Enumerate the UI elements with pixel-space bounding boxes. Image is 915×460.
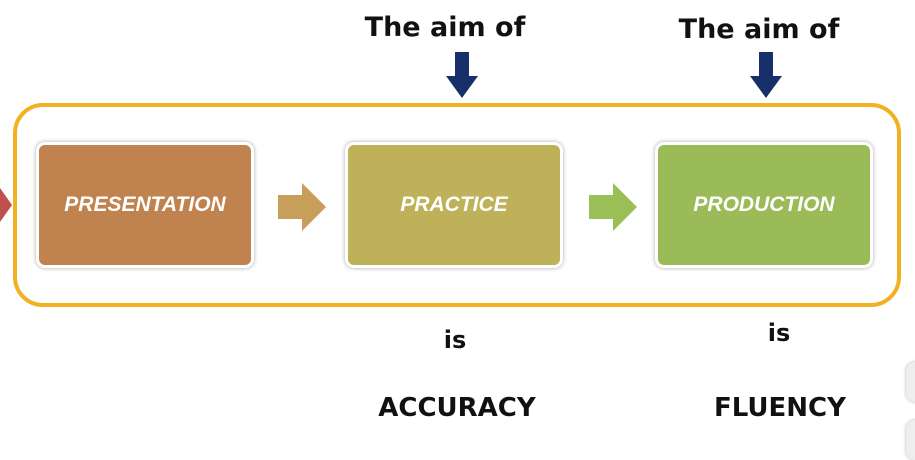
down-arrow-icon [750,52,782,98]
stage-practice: PRACTICE [345,142,563,268]
incoming-arrow-icon [0,188,12,222]
process-frame [13,103,901,307]
is-label-production: is [767,319,791,347]
is-label-practice: is [443,326,467,354]
fluency-label: FLUENCY [714,393,846,423]
edge-decoration [906,420,915,460]
stage-presentation: PRESENTATION [36,142,254,268]
right-arrow-icon [278,183,326,231]
stage-label: PRODUCTION [693,193,835,216]
aim-label-practice: The aim of [364,12,526,43]
right-arrow-icon [589,183,637,231]
stage-production: PRODUCTION [655,142,873,268]
down-arrow-icon [446,52,478,98]
accuracy-label: ACCURACY [378,393,536,423]
stage-label: PRACTICE [400,193,508,216]
aim-label-production: The aim of [678,14,840,45]
stage-label: PRESENTATION [64,193,226,216]
edge-decoration [906,362,915,402]
